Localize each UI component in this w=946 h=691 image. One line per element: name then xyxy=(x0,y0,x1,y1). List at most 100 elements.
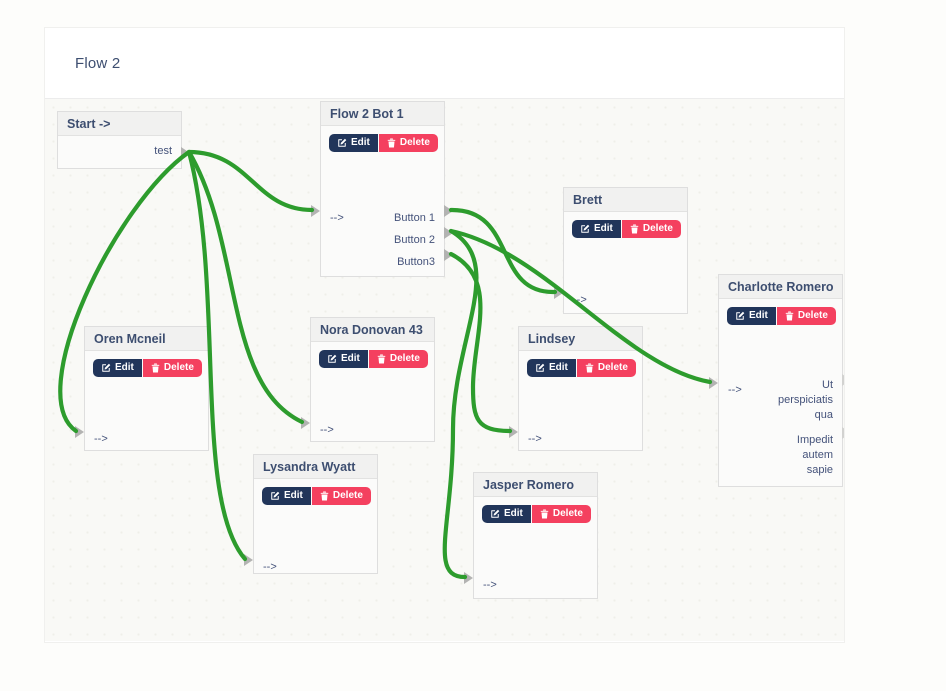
node-title: Jasper Romero xyxy=(474,473,597,497)
edit-label: Edit xyxy=(351,137,370,148)
trash-icon xyxy=(377,354,386,364)
node-actions: Edit Delete xyxy=(329,134,438,152)
node-actions: Edit Delete xyxy=(319,350,428,368)
input-label: --> xyxy=(728,384,742,396)
delete-label: Delete xyxy=(332,490,363,501)
node-jasper[interactable]: Jasper Romero Edit Delete --> xyxy=(464,472,598,599)
trash-icon xyxy=(585,363,594,373)
delete-button[interactable]: Delete xyxy=(378,134,438,152)
page-title: Flow 2 xyxy=(75,54,121,72)
edit-icon xyxy=(270,491,280,501)
input-port[interactable] xyxy=(509,426,518,438)
node-title: Oren Mcneil xyxy=(85,327,208,351)
input-port[interactable] xyxy=(709,377,718,389)
node-lindsey[interactable]: Lindsey Edit Delete --> xyxy=(509,326,643,451)
flow-canvas[interactable]: Start -> test Flow 2 Bot 1 Edit Delete -… xyxy=(45,99,844,641)
edit-button[interactable]: Edit xyxy=(262,487,311,505)
input-port[interactable] xyxy=(311,205,320,217)
title-bar: Flow 2 xyxy=(45,28,844,99)
trash-icon xyxy=(785,311,794,321)
output-port[interactable] xyxy=(444,205,453,217)
edit-button[interactable]: Edit xyxy=(572,220,621,238)
node-actions: Edit Delete xyxy=(527,359,636,377)
output-port[interactable] xyxy=(444,227,453,239)
output-port[interactable] xyxy=(444,249,453,261)
edge-flow2bot1-Button3-to-lindsey[interactable] xyxy=(448,251,513,434)
input-label: --> xyxy=(263,561,277,573)
edit-button[interactable]: Edit xyxy=(329,134,378,152)
output-label: Button 2 xyxy=(394,234,435,246)
edit-button[interactable]: Edit xyxy=(527,359,576,377)
edit-icon xyxy=(327,354,337,364)
output-port[interactable] xyxy=(842,374,844,386)
input-label: --> xyxy=(94,433,108,445)
node-title: Flow 2 Bot 1 xyxy=(321,102,444,126)
edit-button[interactable]: Edit xyxy=(482,505,531,523)
trash-icon xyxy=(540,509,549,519)
trash-icon xyxy=(387,138,396,148)
input-port[interactable] xyxy=(464,572,473,584)
edge-start-test-to-flow2bot1[interactable] xyxy=(186,149,315,213)
edit-label: Edit xyxy=(749,310,768,321)
node-oren[interactable]: Oren Mcneil Edit Delete --> xyxy=(75,326,209,451)
edge-flow2bot1-Button-2-to-jasper[interactable] xyxy=(442,228,479,580)
node-charlotte[interactable]: Charlotte Romero Edit Delete --> Ut persp… xyxy=(709,274,844,487)
delete-button[interactable]: Delete xyxy=(621,220,681,238)
flow-editor-panel: Flow 2 Start -> test Flow 2 Bot 1 Edit xyxy=(45,28,844,642)
node-nora[interactable]: Nora Donovan 43 Edit Delete --> xyxy=(301,317,435,442)
input-port[interactable] xyxy=(554,287,563,299)
edit-label: Edit xyxy=(284,490,303,501)
trash-icon xyxy=(320,491,329,501)
delete-button[interactable]: Delete xyxy=(576,359,636,377)
input-label: --> xyxy=(573,294,587,306)
edit-icon xyxy=(490,509,500,519)
node-lysandra[interactable]: Lysandra Wyatt Edit Delete --> xyxy=(244,454,378,574)
delete-button[interactable]: Delete xyxy=(311,487,371,505)
edit-icon xyxy=(101,363,111,373)
delete-label: Delete xyxy=(797,310,828,321)
delete-label: Delete xyxy=(552,508,583,519)
delete-label: Delete xyxy=(389,353,420,364)
output-port[interactable] xyxy=(181,147,190,159)
node-title: Nora Donovan 43 xyxy=(311,318,434,342)
node-title: Lysandra Wyatt xyxy=(254,455,377,479)
delete-button[interactable]: Delete xyxy=(142,359,202,377)
delete-button[interactable]: Delete xyxy=(531,505,591,523)
node-title: Lindsey xyxy=(519,327,642,351)
edit-button[interactable]: Edit xyxy=(727,307,776,325)
delete-button[interactable]: Delete xyxy=(776,307,836,325)
node-actions: Edit Delete xyxy=(93,359,202,377)
trash-icon xyxy=(151,363,160,373)
output-label: Button3 xyxy=(397,256,435,268)
edit-button[interactable]: Edit xyxy=(93,359,142,377)
node-title: Start -> xyxy=(58,112,181,136)
input-label: --> xyxy=(330,212,344,224)
output-label: Ut perspiciatis qua xyxy=(777,379,833,421)
edit-icon xyxy=(337,138,347,148)
input-port[interactable] xyxy=(301,417,310,429)
trash-icon xyxy=(630,224,639,234)
node-flow2bot1[interactable]: Flow 2 Bot 1 Edit Delete --> Button 1 Butt… xyxy=(311,101,453,277)
node-start[interactable]: Start -> test xyxy=(57,111,190,169)
edit-button[interactable]: Edit xyxy=(319,350,368,368)
input-port[interactable] xyxy=(75,426,84,438)
edge-flow2bot1-Button-1-to-brett[interactable] xyxy=(448,207,558,295)
node-actions: Edit Delete xyxy=(727,307,836,325)
edit-icon xyxy=(580,224,590,234)
edit-label: Edit xyxy=(549,362,568,373)
node-brett[interactable]: Brett Edit Delete --> xyxy=(554,187,688,314)
node-actions: Edit Delete xyxy=(572,220,681,238)
delete-label: Delete xyxy=(163,362,194,373)
output-label: Button 1 xyxy=(394,212,435,224)
node-title: Charlotte Romero xyxy=(719,275,842,299)
node-actions: Edit Delete xyxy=(482,505,591,523)
output-port[interactable] xyxy=(842,427,844,439)
delete-button[interactable]: Delete xyxy=(368,350,428,368)
input-port[interactable] xyxy=(244,554,253,566)
edit-icon xyxy=(735,311,745,321)
node-title: Brett xyxy=(564,188,687,212)
edit-label: Edit xyxy=(115,362,134,373)
input-label: --> xyxy=(483,579,497,591)
input-label: --> xyxy=(320,424,334,436)
edit-label: Edit xyxy=(341,353,360,364)
